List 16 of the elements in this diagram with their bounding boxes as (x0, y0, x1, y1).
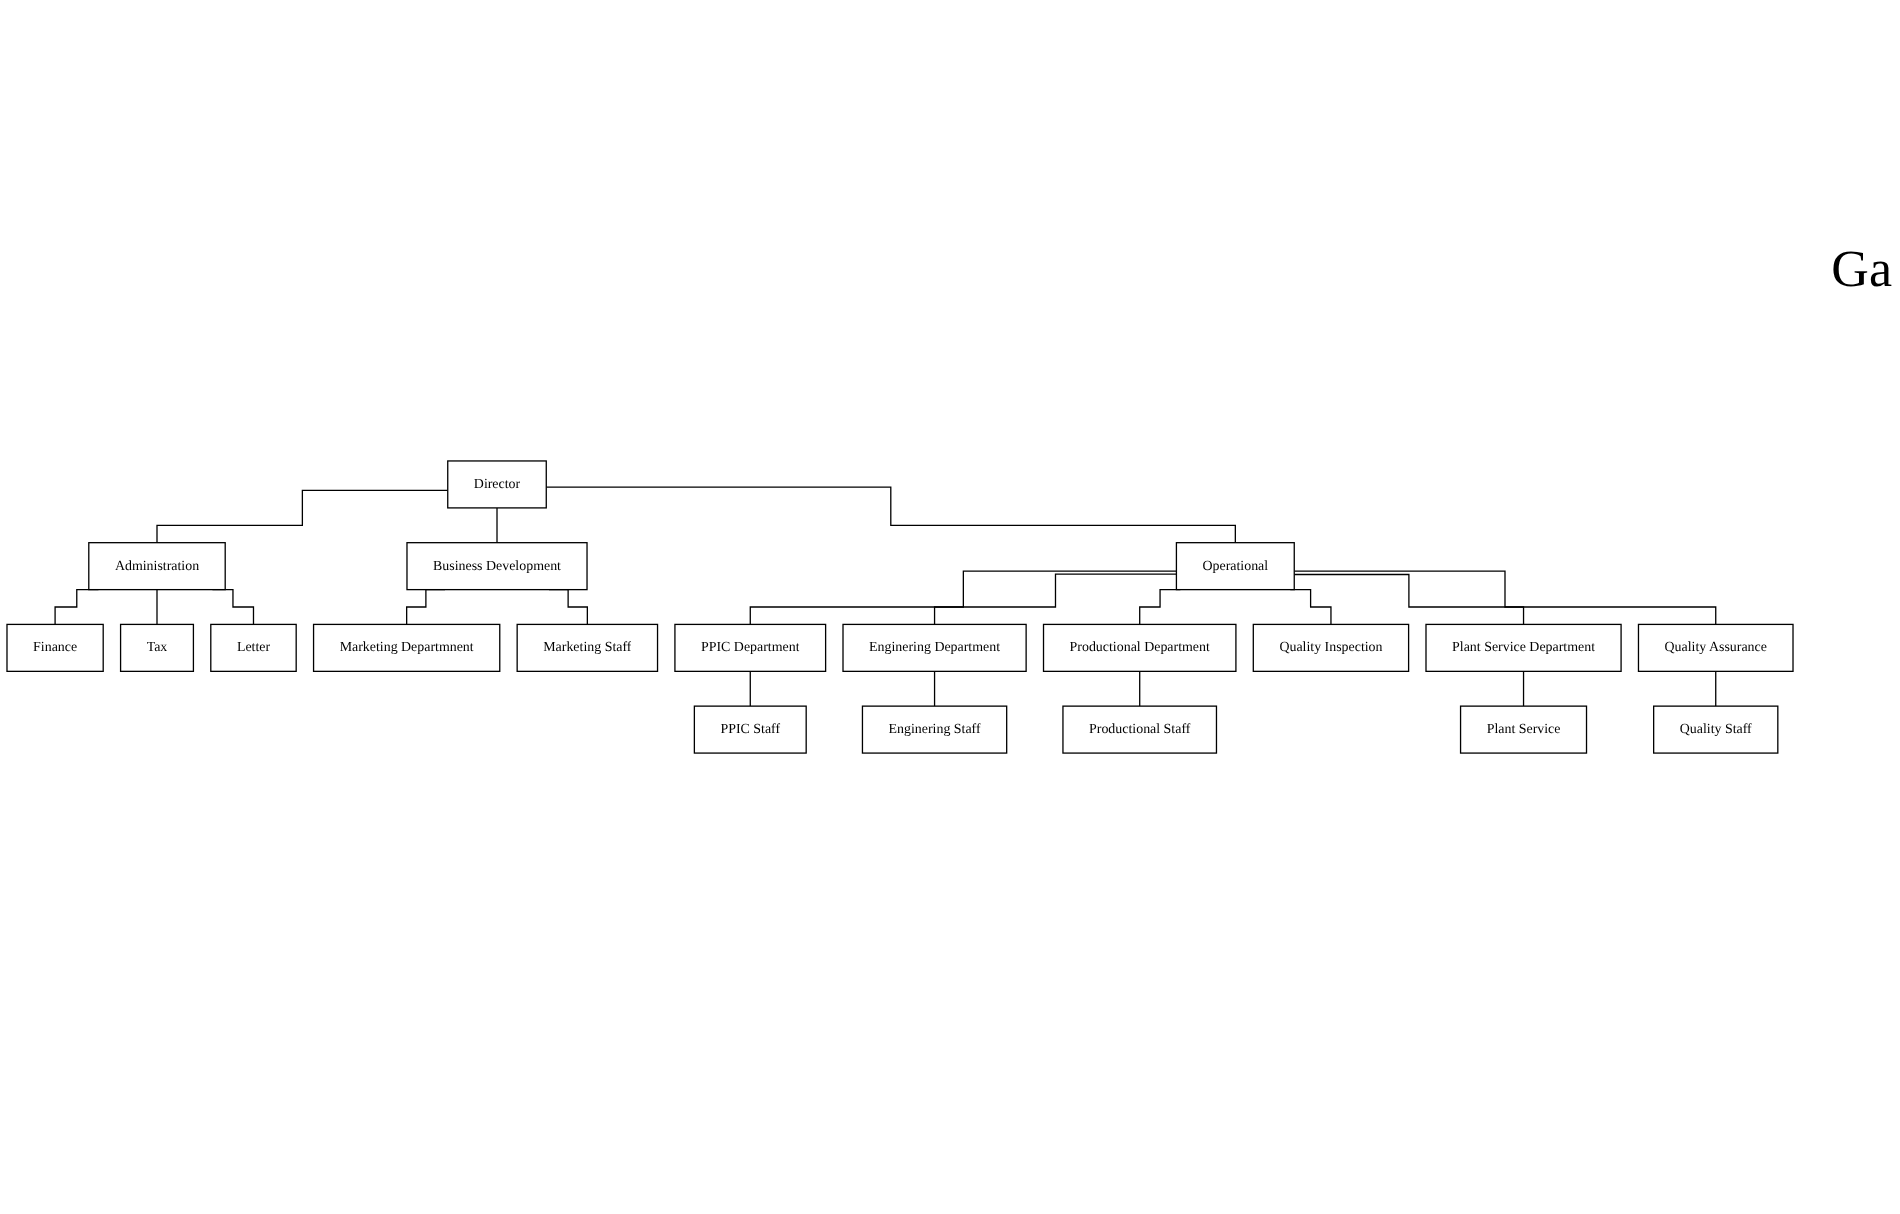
connector (156, 489, 449, 544)
connector (1293, 570, 1717, 625)
connector (933, 573, 1178, 625)
caption-text: Ga (1831, 240, 1892, 300)
connector (1289, 588, 1332, 625)
connector (156, 588, 158, 625)
connector (1715, 670, 1717, 707)
connector (545, 486, 1236, 544)
connector (749, 670, 751, 707)
connector (933, 670, 936, 707)
connector (1139, 670, 1141, 707)
connector (1293, 573, 1525, 625)
connector (1522, 670, 1525, 707)
connector (749, 570, 1178, 625)
connector (496, 507, 498, 544)
connector (1139, 588, 1182, 625)
